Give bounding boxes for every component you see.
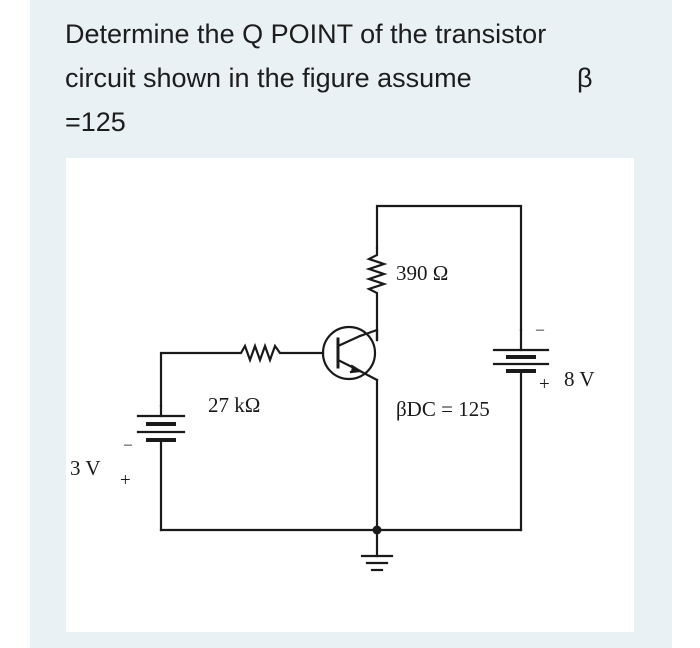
wire-top: [375, 204, 523, 332]
circuit-diagram: 390 Ω 27 kΩ βDC = 125 3 V + – + 8 V –: [70, 204, 595, 572]
rb-label: 27 kΩ: [208, 393, 260, 417]
ground-junction: [372, 525, 382, 535]
ground-symbol: [360, 528, 394, 572]
rc-label: 390 Ω: [396, 261, 448, 285]
vbb-plus: +: [120, 470, 131, 491]
vcc-battery: [492, 328, 550, 532]
vbb-battery: [136, 404, 186, 532]
circuit-figure: 390 Ω 27 kΩ βDC = 125 3 V + – + 8 V –: [66, 158, 634, 632]
question-line-3: =125: [65, 107, 126, 137]
vcc-minus: –: [535, 321, 545, 338]
question-line-1: Determine the Q POINT of the transistor: [65, 19, 547, 49]
vcc-label: 8 V: [564, 367, 595, 391]
rb-resistor: [159, 342, 325, 408]
vbb-label: 3 V: [70, 456, 101, 480]
rc-resistor: [365, 246, 388, 342]
vbb-minus: –: [123, 436, 133, 453]
beta-symbol: β: [577, 63, 593, 93]
vcc-plus: +: [539, 374, 550, 395]
question-text: Determine the Q POINT of the transistor …: [65, 12, 645, 144]
beta-label: βDC = 125: [396, 397, 490, 421]
question-line-2: circuit shown in the figure assume: [65, 63, 472, 93]
npn-transistor: [321, 325, 377, 381]
